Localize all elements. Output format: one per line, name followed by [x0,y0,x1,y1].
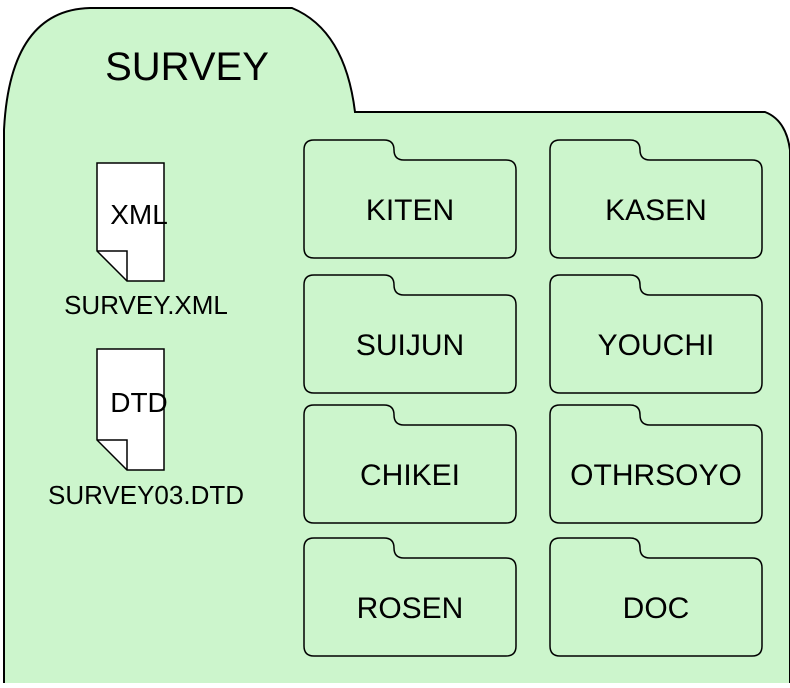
file-name: SURVEY03.DTD [48,480,244,510]
file-name: SURVEY.XML [64,290,228,320]
file-type-label: DTD [110,387,168,418]
subfolder-label: DOC [623,592,690,625]
subfolder-doc[interactable]: DOC [549,537,763,657]
file-survey03-dtd[interactable]: DTD SURVEY03.DTD [48,348,244,510]
subfolder-youchi[interactable]: YOUCHI [549,274,763,394]
subfolder-othrsoyo[interactable]: OTHRSOYO [549,404,763,524]
subfolder-label: OTHRSOYO [570,459,742,492]
root-folder-title: SURVEY [105,45,269,89]
folder-icon [549,537,763,657]
subfolder-label: YOUCHI [598,329,715,362]
document-fold [97,250,128,281]
document-fold [97,439,128,470]
subfolder-suijun[interactable]: SUIJUN [303,274,517,394]
folder-icon [303,139,517,259]
folder-icon [549,139,763,259]
folder-icon [303,537,517,657]
subfolder-label: CHIKEI [360,459,460,492]
subfolder-label: ROSEN [357,592,464,625]
subfolder-chikei[interactable]: CHIKEI [303,404,517,524]
folder-icon [549,404,763,524]
subfolder-label: KITEN [366,194,454,227]
subfolder-label: KASEN [605,194,707,227]
folder-icon [303,404,517,524]
file-type-label: XML [110,199,168,230]
subfolder-grid: KITEN KASEN SUIJUN YOUCHI CHIKEI OTHRSOYO ROSE… [303,139,763,657]
folder-icon [549,274,763,394]
folder-icon [303,274,517,394]
subfolder-kasen[interactable]: KASEN [549,139,763,259]
subfolder-rosen[interactable]: ROSEN [303,537,517,657]
file-survey-xml[interactable]: XML SURVEY.XML [64,162,228,320]
subfolder-kiten[interactable]: KITEN [303,139,517,259]
subfolder-label: SUIJUN [356,329,464,362]
